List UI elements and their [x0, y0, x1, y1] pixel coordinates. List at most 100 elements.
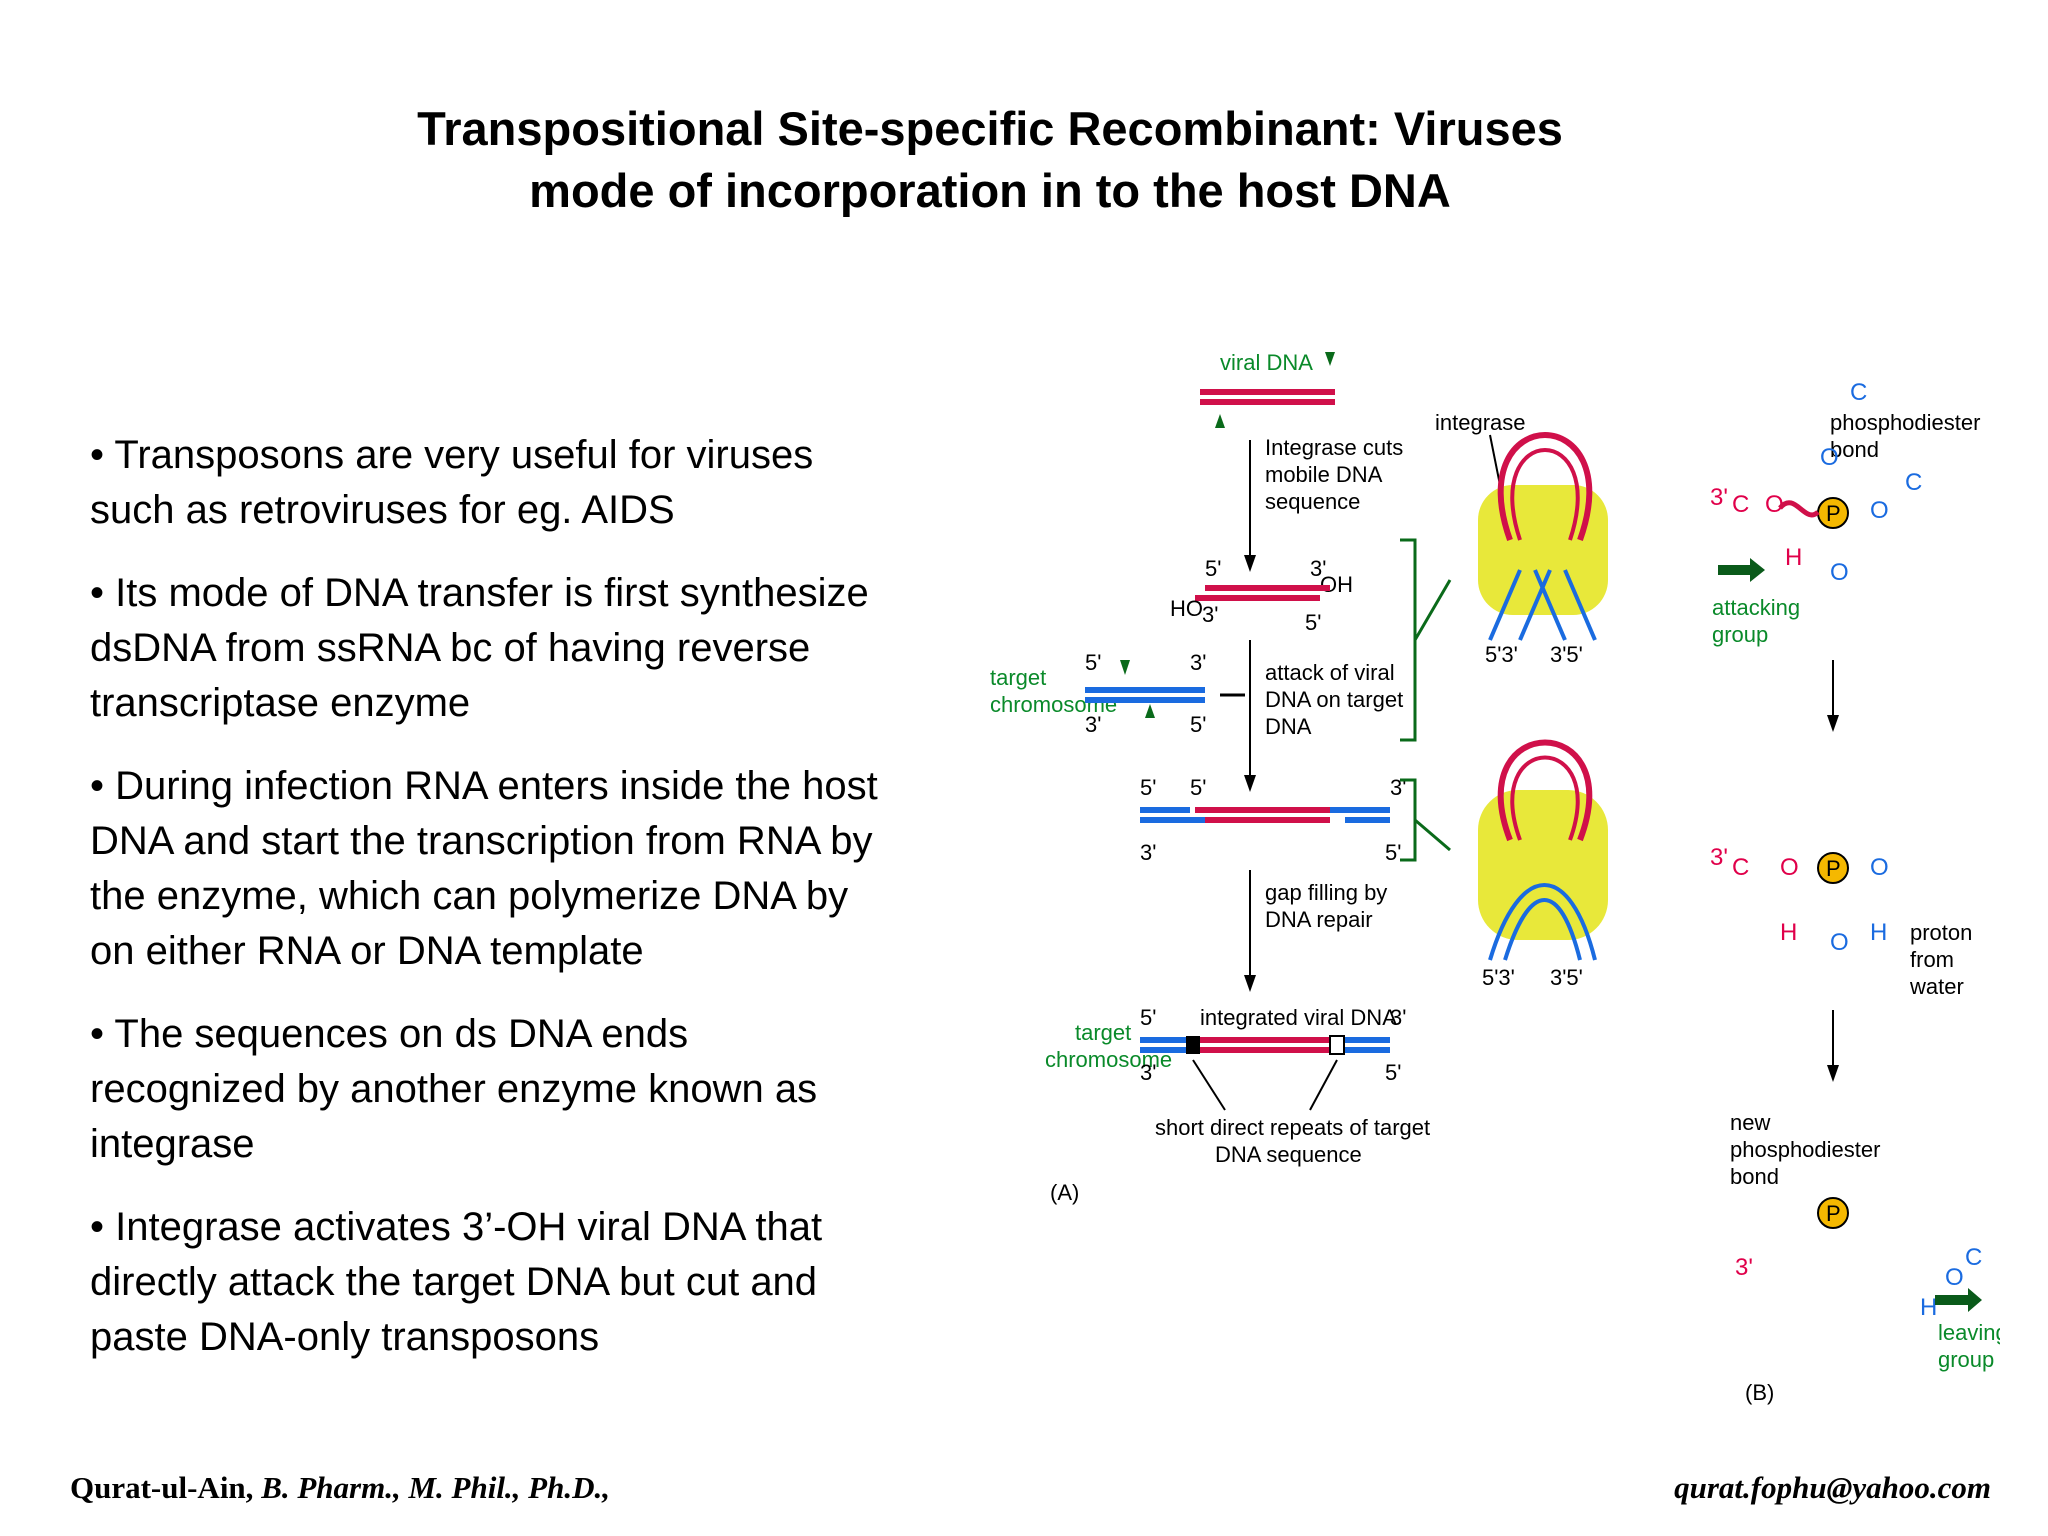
target-dna-strand: [1563, 569, 1597, 641]
integration-diagram: viral DNA Integrase cuts mobile DNA sequ…: [990, 350, 2008, 1405]
atom-label: C: [1732, 491, 1749, 518]
bullet-item: • During infection RNA enters inside the…: [90, 759, 990, 979]
bullet-line: such as retroviruses for eg. AIDS: [90, 488, 675, 532]
atom-label: O: [1830, 559, 1849, 586]
viral-dna-label: viral DNA: [1220, 350, 1313, 375]
bullet-line: • During infection RNA enters inside the…: [90, 764, 878, 808]
atom-label: H: [1920, 1294, 1937, 1321]
attacking-group-label: group: [1712, 622, 1768, 647]
phosphodiester-label: bond: [1830, 437, 1879, 462]
title-line-1: Transpositional Site-specific Recombinan…: [417, 102, 1563, 155]
bullet-line: dsDNA from ssRNA bc of having reverse: [90, 626, 811, 670]
atom-label: H: [1870, 919, 1887, 946]
arrow-down-icon: [1827, 1065, 1839, 1082]
atom-label: O: [1870, 497, 1889, 524]
phosphate-label: P: [1826, 856, 1841, 881]
pointer-arrow: [1413, 579, 1452, 641]
integrase-cuts-label: mobile DNA: [1265, 462, 1383, 487]
direct-repeat: [1186, 1036, 1200, 1054]
bullet-line: • Its mode of DNA transfer is first synt…: [90, 571, 869, 615]
end-label: 5': [1085, 650, 1101, 675]
new-bond-label: new: [1730, 1110, 1770, 1135]
proton-label: from: [1910, 947, 1954, 972]
pointer-line: [1192, 1059, 1226, 1111]
atom-label: O: [1820, 444, 1839, 471]
bullet-line: on either RNA or DNA template: [90, 929, 644, 973]
proton-label: water: [1909, 974, 1964, 999]
end-label: 3': [1202, 602, 1218, 627]
atom-label: 3': [1735, 1254, 1753, 1281]
cut-arrow-icon: [1325, 352, 1335, 366]
end-label: 5': [1385, 840, 1401, 865]
arrow-down-icon: [1244, 975, 1256, 992]
end-label: 5': [1385, 1060, 1401, 1085]
viral-dna-loop: [1497, 432, 1593, 542]
cut-arrow-icon: [1120, 660, 1130, 675]
arrow-right-icon: [1718, 558, 1765, 582]
phosphodiester-label: phosphodiester: [1830, 410, 1980, 435]
bullet-line: • Integrase activates 3’-OH viral DNA th…: [90, 1205, 823, 1249]
short-repeats-label: DNA sequence: [1215, 1142, 1362, 1167]
target-dna-strand: [1488, 883, 1597, 961]
gap-filling-label: gap filling by: [1265, 880, 1387, 905]
cut-arrow-icon: [1145, 704, 1155, 718]
target-dna-strand: [1503, 898, 1582, 961]
bullet-item: • Its mode of DNA transfer is first synt…: [90, 566, 990, 731]
end-label: 5': [1205, 556, 1221, 581]
bullet-line: transcriptase enzyme: [90, 681, 471, 725]
bullet-list: • Transposons are very useful for viruse…: [90, 428, 990, 1393]
end-label: 3': [1390, 1005, 1406, 1030]
slide-title: Transpositional Site-specific Recombinan…: [300, 98, 1680, 222]
viral-dna-loop: [1510, 448, 1580, 541]
attack-label: attack of viral: [1265, 660, 1395, 685]
atom-label: C: [1965, 1244, 1982, 1271]
bullet-item: • Integrase activates 3’-OH viral DNA th…: [90, 1200, 990, 1365]
atom-label: O: [1945, 1264, 1964, 1291]
integrase-cuts-label: sequence: [1265, 489, 1360, 514]
pointer-arrow: [1414, 818, 1451, 852]
bullet-line: the enzyme, which can polymerize DNA by: [90, 874, 849, 918]
new-bond-label: phosphodiester: [1730, 1137, 1880, 1162]
panel-a-label: (A): [1050, 1180, 1079, 1205]
phosphate-label: P: [1826, 1201, 1841, 1226]
attacking-group-label: attacking: [1712, 595, 1800, 620]
end-label: 5': [1140, 775, 1156, 800]
atom-label: O: [1870, 854, 1889, 881]
atom-label: C: [1850, 379, 1867, 406]
end-label: 3': [1140, 1060, 1156, 1085]
cut-arrow-icon: [1215, 414, 1225, 428]
target-dna-strand: [1518, 569, 1552, 641]
atom-label: C: [1905, 469, 1922, 496]
end-label: 3': [1085, 712, 1101, 737]
bullet-line: paste DNA-only transposons: [90, 1315, 600, 1359]
bullet-item: • The sequences on ds DNA ends recognize…: [90, 1007, 990, 1172]
gap-filling-label: DNA repair: [1265, 907, 1373, 932]
title-line-2: mode of incorporation in to the host DNA: [529, 164, 1451, 217]
attack-label: DNA: [1265, 714, 1312, 739]
atom-label: O: [1780, 854, 1799, 881]
attack-label: DNA on target: [1265, 687, 1403, 712]
attack-arrow: [1778, 500, 1820, 518]
direct-repeat: [1329, 1035, 1345, 1055]
atom-label: C: [1732, 854, 1749, 881]
bullet-line: integrase: [90, 1122, 255, 1166]
author-email: qurat.fophu@yahoo.com: [1674, 1470, 1991, 1505]
oh-label: OH: [1320, 572, 1353, 597]
end-label: 3': [1310, 556, 1326, 581]
integrase-label: integrase: [1435, 410, 1526, 435]
ho-label: HO: [1170, 596, 1203, 621]
bullet-line: recognized by another enzyme known as: [90, 1067, 818, 1111]
atom-label: H: [1785, 544, 1802, 571]
integrase-cuts-label: Integrase cuts: [1265, 435, 1403, 460]
author-credit: Qurat-ul-Ain, B. Pharm., M. Phil., Ph.D.…: [70, 1470, 610, 1506]
end-label: 5': [1190, 775, 1206, 800]
target-chromosome-label: chromosome: [990, 692, 1117, 717]
integrated-viral-dna-label: integrated viral DNA: [1200, 1005, 1397, 1030]
proton-label: proton: [1910, 920, 1972, 945]
end-label: 3': [1190, 650, 1206, 675]
bullet-item: • Transposons are very useful for viruse…: [90, 428, 990, 538]
short-repeats-label: short direct repeats of target: [1155, 1115, 1430, 1140]
arrow-right-icon: [1935, 1288, 1982, 1312]
target-dna-strand: [1488, 569, 1522, 641]
